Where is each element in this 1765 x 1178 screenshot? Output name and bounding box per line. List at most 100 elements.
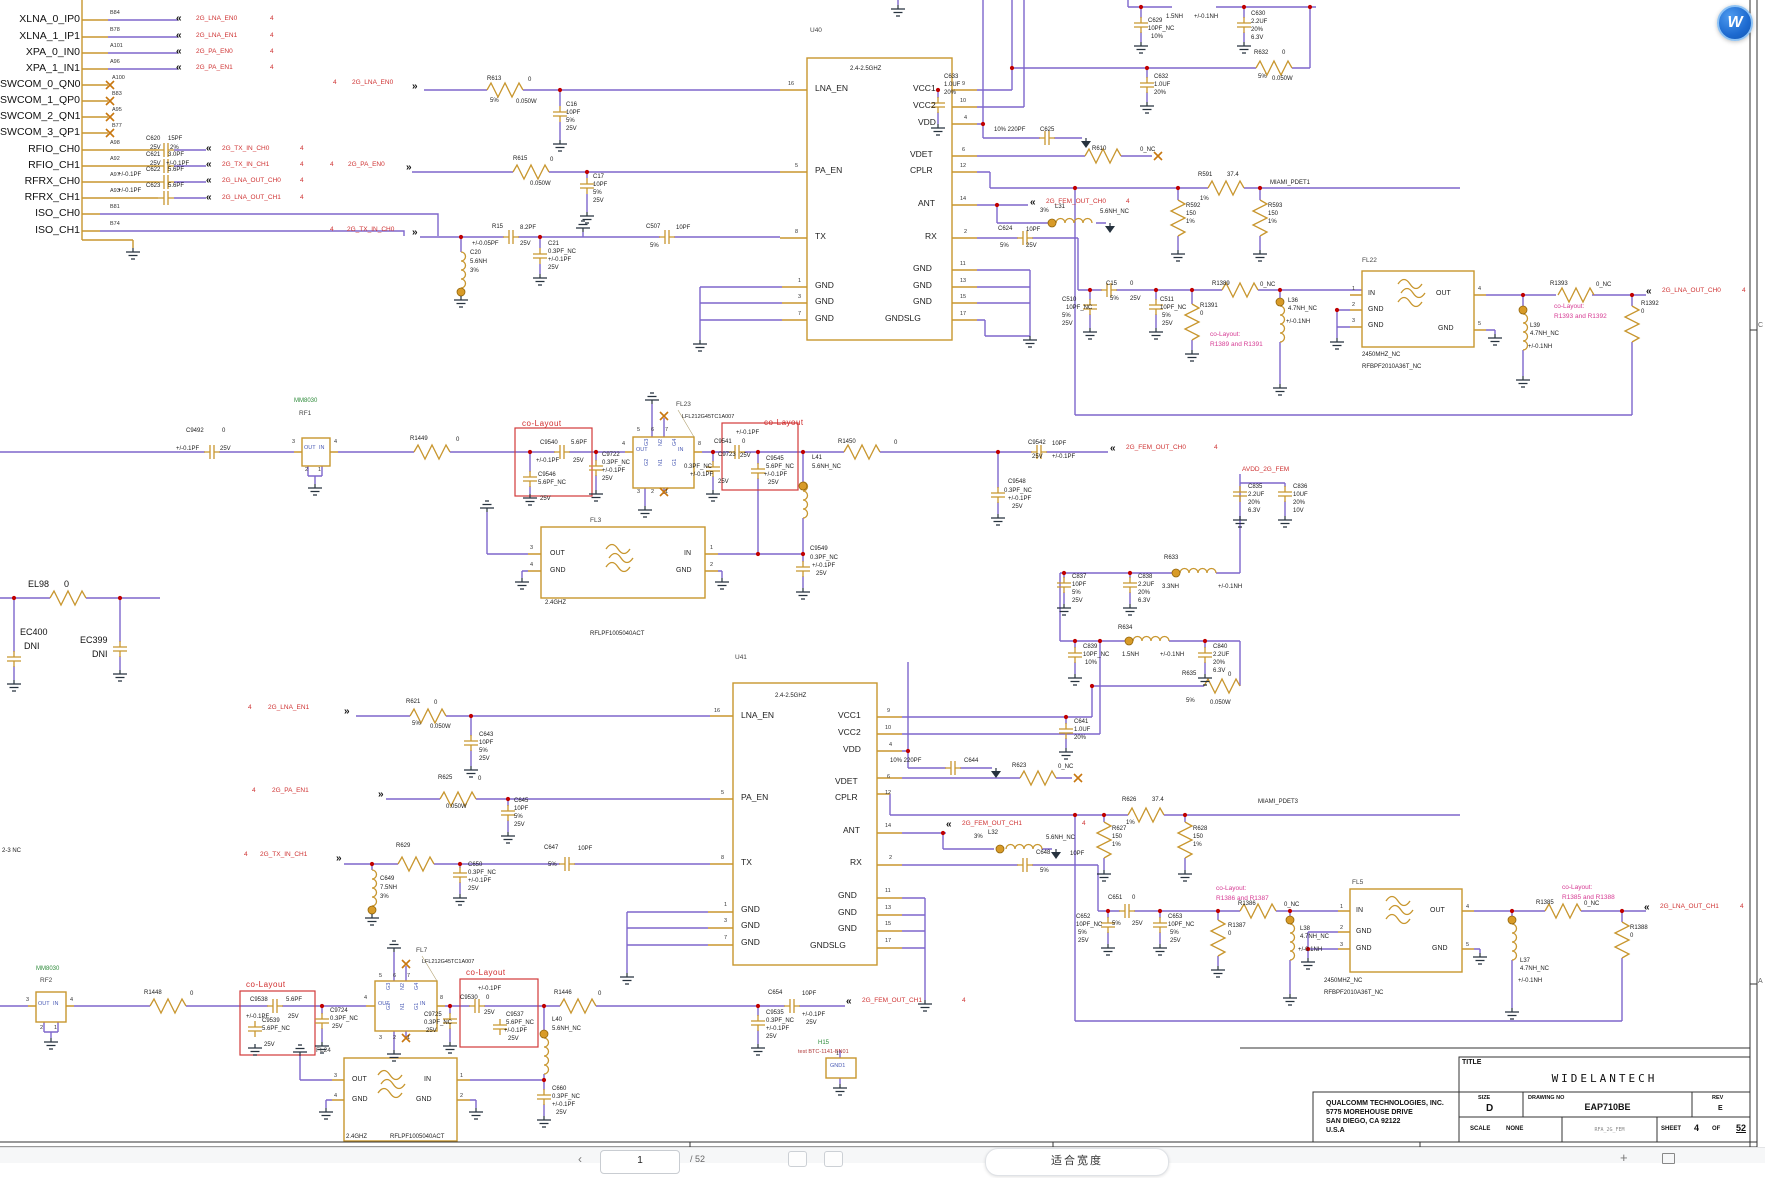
schematic-label: ANT: [918, 198, 935, 208]
schematic-label: MM8030: [36, 966, 60, 972]
schematic-label: U40: [810, 27, 822, 34]
schematic-label: CPLR: [910, 165, 933, 175]
schematic-label: C623: [146, 183, 161, 189]
schematic-label: ISO_CH0: [35, 207, 80, 219]
schematic-label: 0: [64, 579, 70, 589]
schematic-label: 2G_FEM_OUT_CH0: [1046, 198, 1106, 205]
schematic-label: C641: [1074, 719, 1089, 725]
zoom-in-button[interactable]: +: [1620, 1150, 1628, 1165]
toolbar-button[interactable]: [788, 1151, 807, 1167]
schematic-label: R625: [438, 775, 453, 781]
schematic-label: 2.4GHZ: [545, 600, 567, 606]
schematic-label: 0: [1282, 50, 1286, 56]
schematic-label: 3: [637, 489, 641, 495]
page-number-input[interactable]: 1: [600, 1150, 680, 1174]
schematic-label: 4: [530, 562, 534, 568]
schematic-label: R1449: [410, 436, 428, 442]
schematic-label: 4.7NH_NC: [1520, 966, 1550, 972]
schematic-label: »: [406, 162, 412, 173]
schematic-label: +/-0.1PF: [1008, 496, 1032, 502]
schematic-label: L40: [552, 1017, 563, 1023]
schematic-label: 4: [300, 145, 304, 152]
schematic-label: +/-0.1PF: [802, 1012, 826, 1018]
schematic-label: 2-3 NC: [2, 848, 22, 854]
schematic-label: 2.2UF: [1251, 19, 1268, 25]
schematic-label: 4: [1740, 903, 1744, 910]
schematic-label: 2G_LNA_EN1: [268, 704, 310, 711]
schematic-label: GND: [913, 280, 932, 290]
schematic-label: 25V: [508, 1036, 519, 1042]
schematic-label: RFBPF2010A36T_NC: [1324, 990, 1384, 996]
toolbar-button[interactable]: [824, 1151, 843, 1167]
schematic-label: 0: [1130, 281, 1134, 287]
schematic-label: 6.3V: [1138, 598, 1151, 604]
schematic-label: C836: [1293, 484, 1308, 490]
schematic-label: TX: [741, 857, 752, 867]
schematic-label: «: [176, 46, 182, 57]
schematic-label: 4: [248, 704, 252, 711]
schematic-label: G4: [414, 982, 420, 990]
schematic-label: L31: [1055, 204, 1066, 210]
schematic-label: 14: [960, 196, 967, 202]
schematic-label: +/-0.1NH: [1298, 947, 1323, 953]
schematic-label: XLNA_1_IP1: [19, 30, 80, 42]
schematic-label: 5%: [1000, 243, 1009, 249]
schematic-label: 2G_PA_EN0: [196, 48, 233, 55]
schematic-label: +/-0.1PF: [552, 1102, 576, 1108]
schematic-label: PA_EN: [741, 792, 769, 802]
schematic-label: 1: [460, 1073, 464, 1079]
schematic-label: +/-0.1NH: [1518, 978, 1543, 984]
schematic-label: 2G_LNA_OUT_CH1: [1660, 903, 1719, 910]
schematic-label: 2: [964, 229, 968, 235]
sheet-total: 52: [1736, 1123, 1747, 1133]
schematic-label: 15PF: [168, 136, 183, 142]
schematic-label: C9542: [1028, 440, 1046, 446]
schematic-label: 1: [724, 902, 728, 908]
schematic-label: B77: [112, 123, 122, 129]
schematic-label: A98: [110, 140, 120, 146]
schematic-label: «: [206, 159, 212, 170]
schematic-label: 0: [222, 428, 226, 434]
schematic-label: L36: [1288, 298, 1299, 304]
schematic-label: 6: [887, 774, 891, 780]
schematic-label: C653: [1168, 914, 1183, 920]
wps-logo[interactable]: W: [1717, 5, 1753, 41]
schematic-label: B84: [110, 10, 120, 16]
schematic-label: 11: [960, 261, 966, 267]
schematic-label: C654: [768, 990, 783, 996]
schematic-label: C647: [544, 845, 559, 851]
schematic-label: R610: [1092, 146, 1107, 152]
schematic-label: GND: [1368, 306, 1384, 313]
schematic-label: 10PF: [593, 182, 608, 188]
schematic-label: 1%: [1112, 842, 1121, 848]
schematic-label: 2G_LNA_OUT_CH0: [222, 177, 281, 184]
schematic-label: 5%: [1062, 313, 1071, 319]
schematic-label: 4.7NH_NC: [1300, 934, 1330, 940]
schematic-label: co-Layout:: [1210, 331, 1241, 338]
schematic-label: R1386 and R1387: [1216, 895, 1269, 902]
sheet-label: SHEET: [1661, 1126, 1682, 1132]
schematic-label: R1386: [1238, 901, 1256, 907]
schematic-label: VCC2: [913, 100, 936, 110]
schematic-label: OUT: [304, 445, 316, 451]
schematic-label: LNA_EN: [815, 83, 849, 93]
size-label: SIZE: [1478, 1095, 1491, 1101]
prev-page-icon[interactable]: ‹: [578, 1152, 582, 1166]
scale-value: NONE: [1506, 1126, 1524, 1132]
schematic-label: 13: [960, 278, 967, 284]
schematic-label: C9541: [714, 439, 732, 445]
schematic-label: 3%: [1040, 208, 1049, 214]
schematic-label: 2G_LNA_EN0: [352, 79, 394, 86]
schematic-label: GND: [913, 263, 932, 273]
schematic-label: 2G_TX_IN_CH0: [347, 226, 395, 233]
schematic-label: 5%: [1078, 930, 1087, 936]
schematic-label: 16: [788, 81, 795, 87]
schematic-label: IN: [1368, 290, 1375, 297]
fullscreen-icon[interactable]: [1662, 1153, 1675, 1164]
schematic-label: R632: [1254, 50, 1269, 56]
schematic-label: +/-0.05PF: [472, 241, 499, 247]
schematic-label: 3%: [380, 894, 389, 900]
schematic-label: 2G_PA_EN0: [348, 161, 385, 168]
schematic-label: 3: [1340, 942, 1344, 948]
fit-width-button[interactable]: 适合宽度: [985, 1148, 1169, 1176]
